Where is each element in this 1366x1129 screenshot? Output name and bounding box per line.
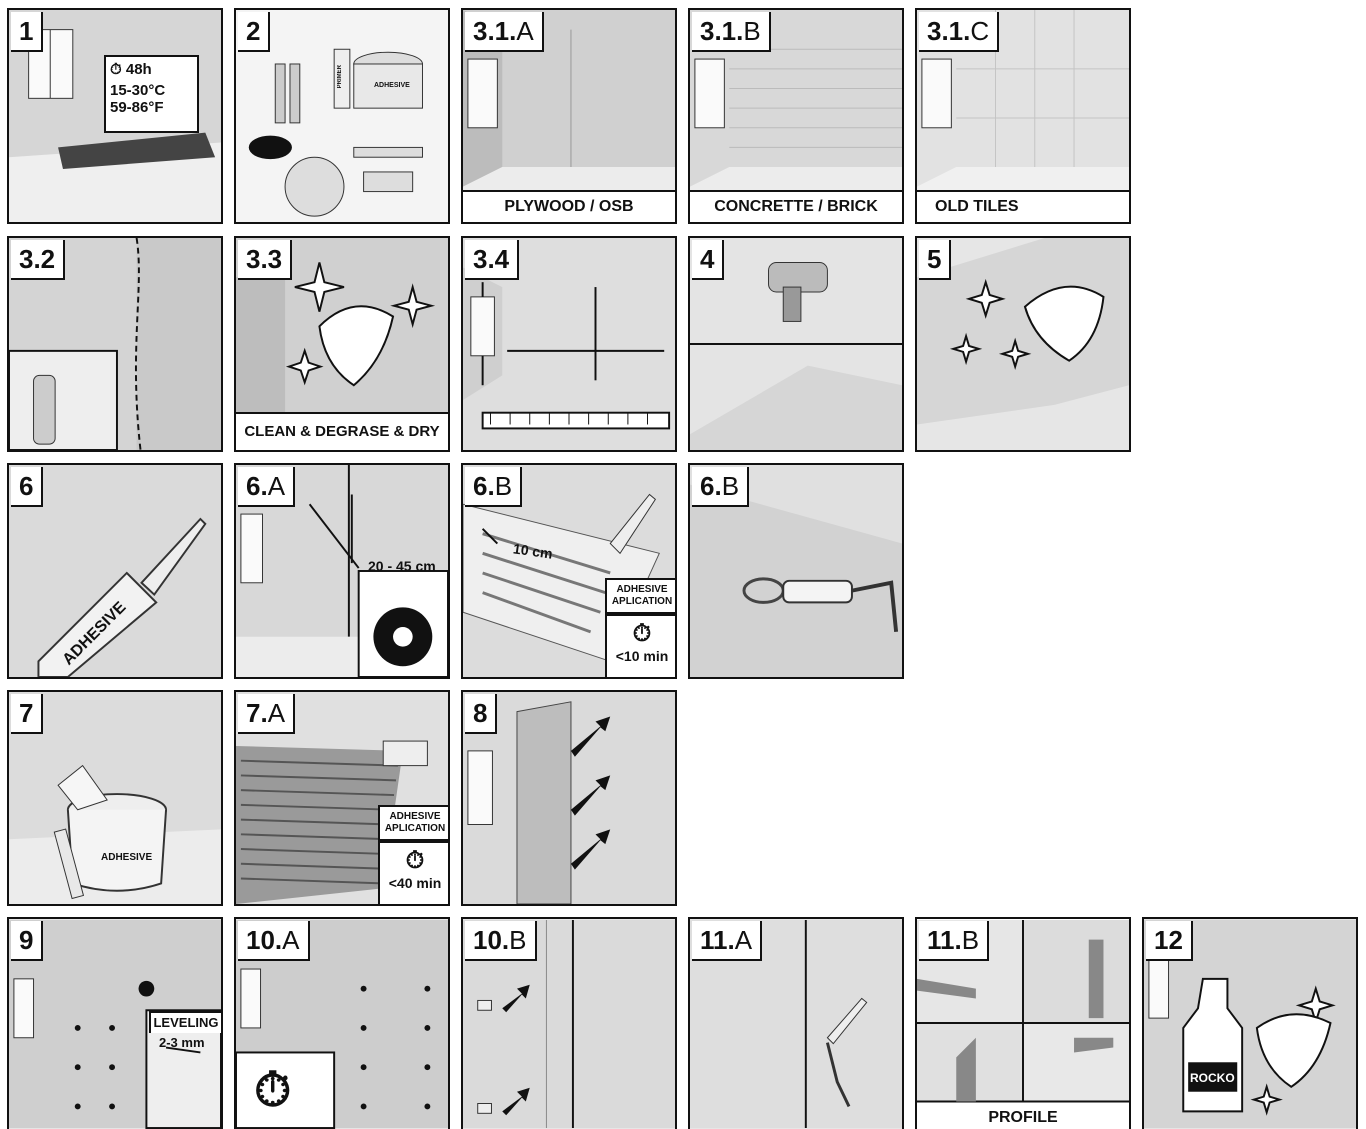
step-11-b-panel: 11.B PROFILE <box>915 917 1131 1129</box>
step-number: 7 <box>11 694 43 734</box>
bottle-label: ROCKO <box>1190 1071 1235 1085</box>
step-number: 11.B <box>919 921 989 961</box>
step-number: 1 <box>11 12 43 52</box>
surface-caption: OLD TILES <box>917 190 1129 222</box>
step-8-panel: 8 <box>461 690 677 906</box>
open-time-box: ⏱ <40 min <box>378 841 450 906</box>
step-10-a-panel: 10.A ⏱ <box>234 917 450 1129</box>
step-number: 5 <box>919 240 951 280</box>
step-number: 4 <box>692 240 724 280</box>
timer-icon: ⏱ <box>380 847 450 875</box>
temp-c: 15-30°C <box>110 82 193 99</box>
step-number: 3.3 <box>238 240 292 280</box>
bucket-label: ADHESIVE <box>101 852 152 863</box>
primer-label: PRIMER <box>337 65 343 88</box>
step-6-b-second-panel: 6.B <box>688 463 904 679</box>
step-4-panel: 4 <box>688 236 904 452</box>
timer-icon: ⏱ <box>607 620 677 648</box>
step-3-1-c-panel: 3.1.C OLD TILES <box>915 8 1131 224</box>
joint-distance: 20 - 45 cm <box>368 558 436 574</box>
step-number: 10.B <box>465 921 537 961</box>
surface-caption: CONCRETTE / BRICK <box>690 190 902 222</box>
leveling-label: LEVELING <box>149 1011 223 1033</box>
conditioning-callout: ⏱ 48h 15-30°C 59-86°F <box>104 55 199 133</box>
timer-icon: ⏱ <box>254 1067 291 1115</box>
step-number: 10.A <box>238 921 310 961</box>
step-number: 7.A <box>238 694 295 734</box>
step-6-a-panel: 6.A 20 - 45 cm <box>234 463 450 679</box>
bucket-label: ADHESIVE <box>374 82 410 89</box>
step-10-b-panel: 10.B <box>461 917 677 1129</box>
step-3-3-panel: 3.3 CLEAN & DEGRASE & DRY <box>234 236 450 452</box>
step-number: 3.2 <box>11 240 65 280</box>
step-3-1-a-panel: 3.1.A PLYWOOD / OSB <box>461 8 677 224</box>
step-3-1-b-panel: 3.1.B CONCRETTE / BRICK <box>688 8 904 224</box>
gap-size: 2-3 mm <box>159 1035 205 1050</box>
surface-caption: PLYWOOD / OSB <box>463 190 675 222</box>
step-number: 9 <box>11 921 43 961</box>
cleaning-caption: CLEAN & DEGRASE & DRY <box>236 412 448 450</box>
step-2-panel: 2 ADHESIVE PRIMER <box>234 8 450 224</box>
step-number: 3.1.B <box>692 12 771 52</box>
step-11-a-panel: 11.A <box>688 917 904 1129</box>
step-number: 12 <box>1146 921 1193 961</box>
temp-f: 59-86°F <box>110 99 193 116</box>
timer-icon: ⏱ <box>110 61 122 78</box>
step-3-4-panel: 3.4 <box>461 236 677 452</box>
step-number: 3.4 <box>465 240 519 280</box>
step-number: 3.1.C <box>919 12 999 52</box>
step-6-panel: 6 ADHESIVE <box>7 463 223 679</box>
step-3-2-panel: 3.2 <box>7 236 223 452</box>
step-number: 3.1.A <box>465 12 544 52</box>
step-7-panel: 7 ADHESIVE <box>7 690 223 906</box>
step-number: 11.A <box>692 921 762 961</box>
step-number: 6.B <box>465 467 522 507</box>
step-number: 8 <box>465 694 497 734</box>
step-12-panel: 12 ROCKO <box>1142 917 1358 1129</box>
step-number: 6.A <box>238 467 295 507</box>
step-5-panel: 5 <box>915 236 1131 452</box>
step-1-panel: 1 ⏱ 48h 15-30°C 59-86°F <box>7 8 223 224</box>
step-number: 2 <box>238 12 270 52</box>
step-number: 6.B <box>692 467 749 507</box>
profile-caption: PROFILE <box>917 1109 1129 1127</box>
step-number: 6 <box>11 467 43 507</box>
step-9-panel: 9 LEVELING 2-3 mm <box>7 917 223 1129</box>
open-time-box: ⏱ <10 min <box>605 614 677 679</box>
